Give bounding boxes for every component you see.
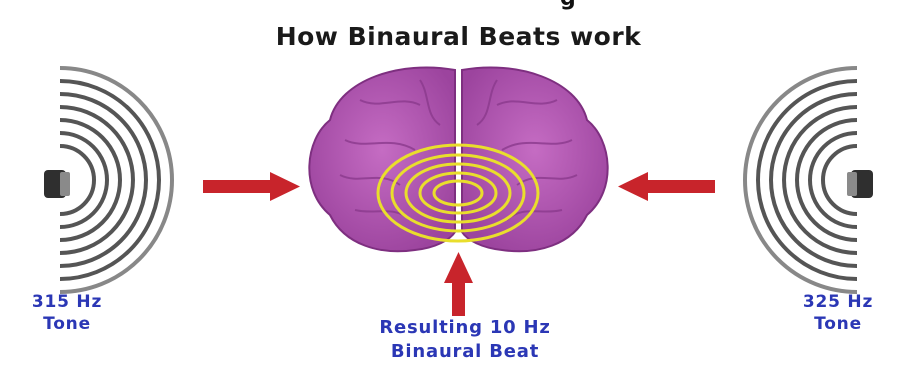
right-sound-waves-icon	[745, 68, 857, 292]
brain-icon	[309, 67, 607, 251]
right-tone-frequency: 325 Hz	[788, 291, 888, 313]
left-sound-waves-icon	[60, 68, 172, 292]
arrow-up-icon	[444, 252, 473, 316]
left-tone-label: 315 Hz Tone	[22, 291, 112, 335]
resulting-beat-line2: Binaural Beat	[300, 340, 630, 364]
right-tone-word: Tone	[788, 313, 888, 335]
arrow-right-icon	[203, 172, 300, 201]
right-tone-label: 325 Hz Tone	[788, 291, 888, 335]
speaker-left-icon	[44, 170, 70, 198]
resulting-beat-label: Resulting 10 Hz Binaural Beat	[300, 316, 630, 364]
speaker-right-icon	[847, 170, 873, 198]
left-tone-word: Tone	[22, 313, 112, 335]
left-tone-frequency: 315 Hz	[22, 291, 112, 313]
resulting-beat-line1: Resulting 10 Hz	[300, 316, 630, 340]
arrow-left-icon	[618, 172, 715, 201]
